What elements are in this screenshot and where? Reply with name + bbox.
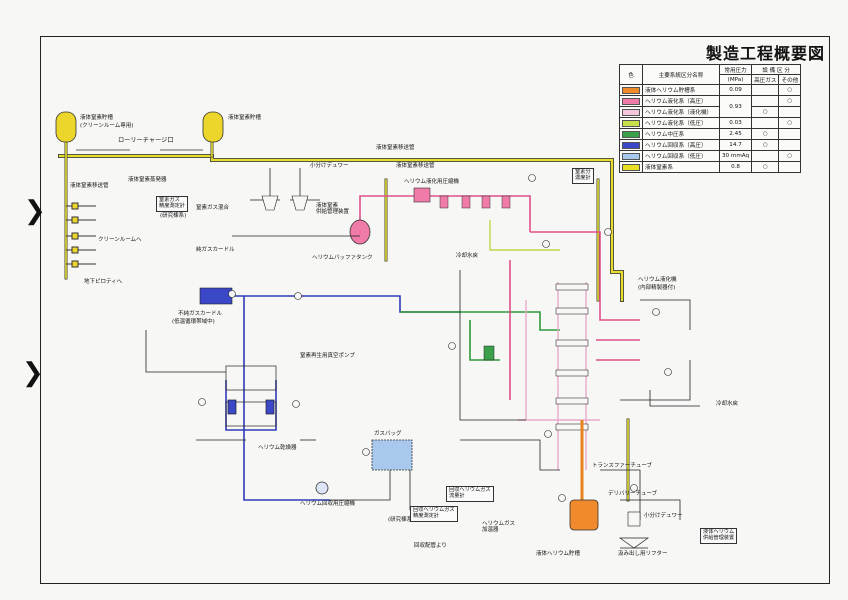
- legend-swatch: [622, 130, 640, 138]
- legend-row-other: ○: [778, 84, 802, 96]
- he-dryer: [225, 365, 277, 427]
- label-small-dewar: 小分けデュワー: [310, 163, 349, 169]
- binder-mark-top: ❯: [24, 196, 46, 226]
- label-he-gas-heater: ヘリウムガス 加温器: [482, 521, 516, 533]
- label-lhe-monitor: 液体ヘリウム 供給管理装置: [700, 528, 738, 544]
- impure-gas-curdle: [199, 287, 233, 305]
- label-he-liquefier: ヘリウム液化機: [638, 277, 677, 283]
- lhe-tank: [569, 499, 599, 531]
- liquefier-compressor: [413, 187, 431, 203]
- legend-swatch: [622, 163, 640, 171]
- label-ln2-tank: 液体窒素貯槽: [228, 115, 262, 121]
- label-ln2-tank-clean-sub: (クリーンルーム専用): [80, 123, 134, 129]
- legend-row: 液体窒素系 0.8 ○: [619, 161, 802, 173]
- legend-swatch: [622, 152, 640, 160]
- helium-buffer-tank: [349, 219, 371, 245]
- label-vacuum-pump: 窒素再生用真空ポンプ: [300, 353, 355, 359]
- label-n2-monitor: 液体窒素 供給管理装置: [316, 203, 350, 215]
- liquefier-heat-exchangers: [555, 283, 589, 431]
- label-gas-purity: 窒素ガス 精度測定計: [156, 196, 188, 212]
- legend-row-high: ○: [751, 161, 780, 173]
- legend-swatch: [622, 108, 640, 116]
- label-basement: 地下ピロティへ: [84, 279, 123, 285]
- label-liquefier-compressor: ヘリウム液化用圧縮機: [404, 179, 460, 185]
- label-ln2-pipe-1: 液体窒素移送管: [376, 145, 415, 151]
- instrument-markers: [198, 174, 672, 502]
- he-low-pressure-lines: [489, 220, 560, 251]
- label-transfer-tube: トランスファーチューブ: [592, 463, 653, 469]
- legend-swatch: [622, 97, 640, 105]
- legend-row: ヘリウム液化系（高圧） 0.93 ○: [619, 95, 802, 118]
- legend-row: ヘリウム中圧系 2.45 ○: [619, 128, 802, 140]
- label-he-dryer: ヘリウム乾燥器: [258, 445, 297, 451]
- label-ln2-evap: 液体窒素蒸発器: [128, 177, 167, 183]
- small-dewars: [261, 195, 641, 527]
- label-lhe-tank: 液体ヘリウム貯槽: [536, 551, 581, 557]
- he-mid-pressure-lines: [400, 311, 560, 361]
- label-delivery-tube: デリバリーチューブ: [608, 491, 658, 497]
- legend-table: 色 主要系統区分名称 常用圧力 設 備 区 分 (MPa) 高圧ガス その他 液…: [619, 64, 802, 173]
- label-buffer-tank: ヘリウムバッファタンク: [312, 255, 373, 261]
- ln2-tank-clean: [55, 111, 77, 143]
- label-cooling-water-2: 冷却水戻: [716, 401, 739, 407]
- legend-row-pressure: 0.8: [718, 161, 753, 173]
- label-research-bldg: (研究棟系): [388, 517, 415, 523]
- legend-row-other: [778, 161, 802, 173]
- label-ln2-pipe-2: 液体窒素移送管: [70, 183, 109, 189]
- label-cooling-water-1: 冷却水戻: [456, 253, 479, 259]
- label-recovery-meter-2: 回収ヘリウムガス 流量計: [446, 486, 494, 502]
- ln2-tank: [202, 111, 224, 143]
- legend-row-high: ○: [751, 139, 780, 151]
- lifter: [618, 537, 650, 549]
- label-lorry: ローリーチャージ口: [118, 137, 174, 144]
- gas-bag: [371, 439, 413, 471]
- legend-swatch: [622, 119, 640, 127]
- label-impure-curdle-sub: (低温循環帯域中): [172, 319, 215, 325]
- label-impure-curdle: 不純ガスカードル: [178, 311, 223, 317]
- page-title: 製造工程概要図: [706, 44, 826, 63]
- label-small-dewar-2: 小分けデュワー: [644, 513, 683, 519]
- label-lift: 汲み出し用リフター: [618, 551, 668, 557]
- label-pure-gas-curdle: 純ガスカードル: [196, 247, 235, 253]
- label-gas-purity-sub: (研究棟系): [160, 213, 187, 219]
- clean-room-branches: [66, 202, 96, 268]
- mid-pressure-vessel: [483, 345, 495, 361]
- label-he-liquefier-sub: (内部精製器付): [638, 285, 676, 291]
- label-gas-bag: ガスバッグ: [374, 431, 402, 437]
- legend-row: ヘリウム液化系（液化機） ○: [619, 106, 802, 118]
- ln2-lines: [58, 138, 630, 502]
- label-ln2-pipe-3: 液体窒素移送管: [396, 163, 435, 169]
- legend-swatch: [622, 141, 640, 149]
- label-recovery-compressor: ヘリウム回収用圧縮機: [300, 501, 356, 507]
- label-clean-room: クリーンルームへ: [98, 237, 142, 243]
- label-recovery-pipe: 回収配管より: [414, 543, 447, 549]
- label-n2-gas-mix: 窒素ガス混合: [196, 205, 230, 211]
- legend-swatch: [622, 86, 640, 94]
- binder-mark-bottom: ❯: [22, 358, 44, 388]
- label-purity-meter: 窒素分 濃度計: [572, 168, 594, 184]
- diagram-frame: [40, 36, 830, 584]
- label-ln2-tank-clean: 液体窒素貯槽: [80, 115, 114, 121]
- he-recovery-high-lines: [225, 295, 460, 501]
- compressor-stages: [439, 195, 511, 209]
- label-recovery-meter-1: 回収ヘリウムガス 精度測定計: [410, 506, 458, 522]
- recovery-compressor: [315, 481, 329, 495]
